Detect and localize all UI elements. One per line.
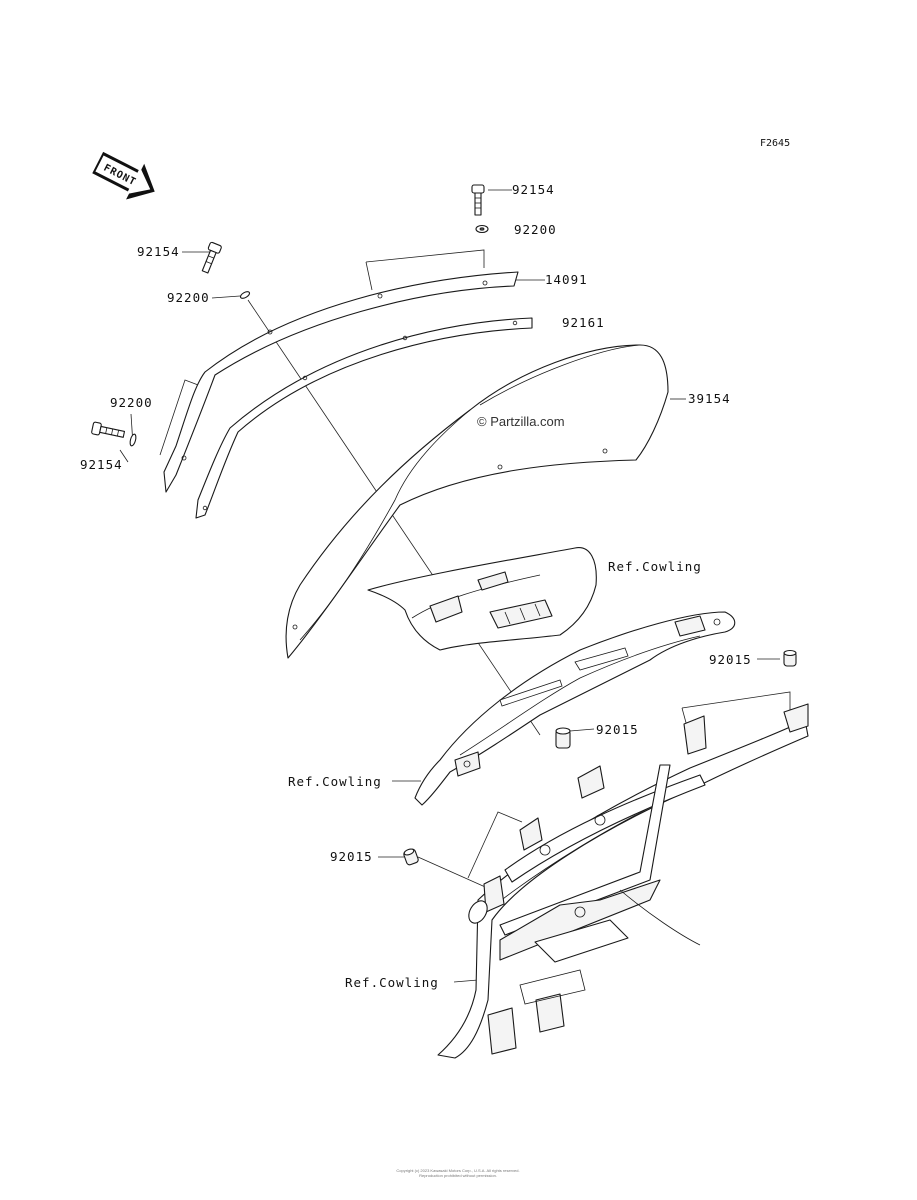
windshield-part <box>285 344 669 659</box>
upper-cowling-reference <box>367 547 597 651</box>
seal-part <box>195 317 533 519</box>
callout-ref-cowling-middle: Ref.Cowling <box>288 774 382 789</box>
callout-grommet-middle: 92015 <box>596 722 639 737</box>
callout-ref-cowling-lower: Ref.Cowling <box>345 975 439 990</box>
callout-bolt-left-upper: 92154 <box>137 244 180 259</box>
callout-seal: 92161 <box>562 315 605 330</box>
front-arrow-icon: FRONT <box>92 151 155 200</box>
grommet-icon <box>403 848 419 866</box>
callout-grommet-right: 92015 <box>709 652 752 667</box>
footer-line-1: Copyright (c) 2023 Kawasaki Motors Corp.… <box>396 1168 519 1173</box>
washer-icon <box>475 224 489 234</box>
callout-bolt-left-lower: 92154 <box>80 457 123 472</box>
grommet-icon <box>555 727 571 749</box>
callout-washer-top: 92200 <box>514 222 557 237</box>
grommet-icon <box>783 649 797 667</box>
bolt-icon <box>201 241 222 274</box>
bolt-icon <box>471 184 485 216</box>
bolt-icon <box>91 421 126 438</box>
middle-cowling-reference <box>414 611 736 806</box>
callout-washer-left-lower: 92200 <box>110 395 153 410</box>
callout-grommet-lower: 92015 <box>330 849 373 864</box>
lower-frame-reference <box>437 703 809 1059</box>
bracket-part <box>163 271 519 493</box>
washer-icon <box>129 433 137 447</box>
callout-bracket: 14091 <box>545 272 588 287</box>
callout-bolt-top: 92154 <box>512 182 555 197</box>
callout-washer-left-upper: 92200 <box>167 290 210 305</box>
washer-icon <box>239 291 251 299</box>
callout-windshield: 39154 <box>688 391 731 406</box>
footer-line-2: Reproduction prohibited without permissi… <box>419 1173 497 1178</box>
callout-ref-cowling-upper: Ref.Cowling <box>608 559 702 574</box>
watermark: © Partzilla.com <box>477 414 565 429</box>
diagram-code: F2645 <box>760 138 790 149</box>
